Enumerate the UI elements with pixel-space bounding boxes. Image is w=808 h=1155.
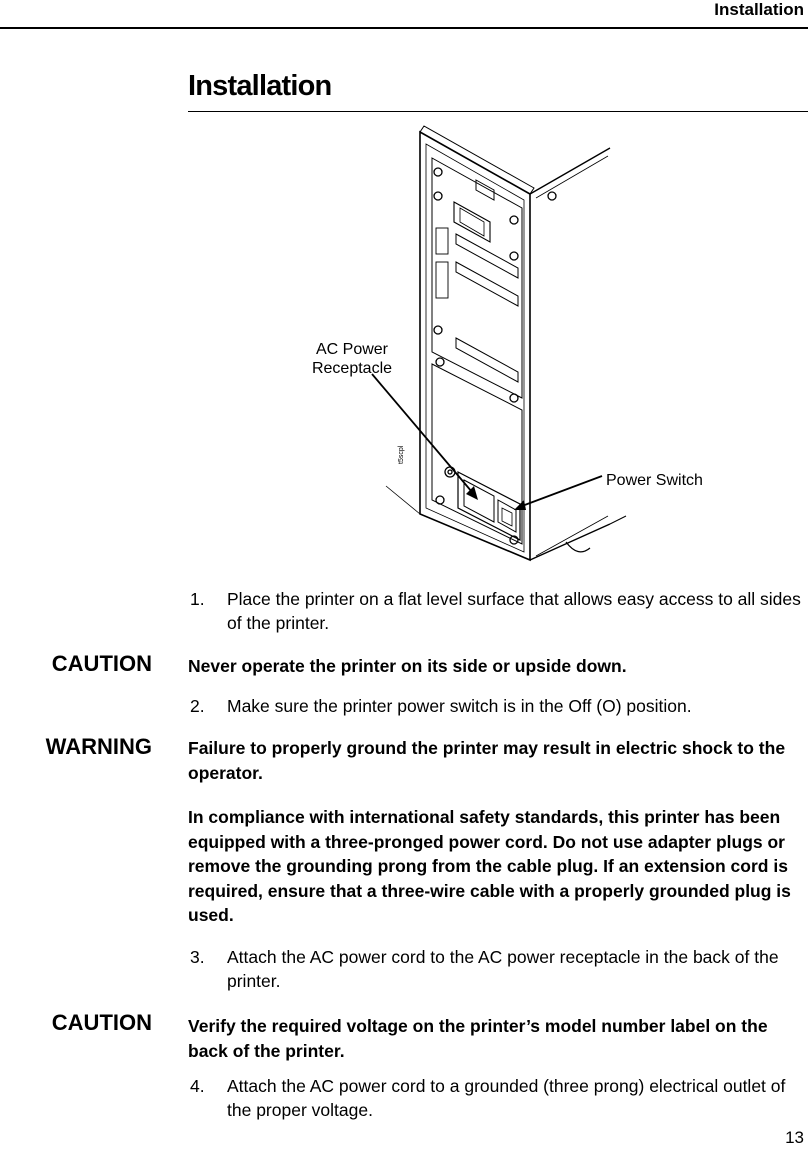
- section-title: Installation: [188, 70, 332, 102]
- page-number: 13: [785, 1128, 804, 1147]
- step-number: 2.: [190, 696, 205, 716]
- step-text: Attach the AC power cord to a grounded (…: [227, 1076, 786, 1120]
- step-number: 3.: [190, 947, 205, 967]
- step-text: Make sure the printer power switch is in…: [227, 696, 692, 716]
- step-text: Place the printer on a flat level surfac…: [227, 589, 801, 633]
- ac-power-callout-line1: AC Power: [315, 341, 389, 358]
- ac-power-callout-line2: Receptacle: [311, 360, 393, 377]
- caution-text: Verify the required voltage on the print…: [188, 1016, 768, 1061]
- step-2: 2. Make sure the printer power switch is…: [190, 694, 804, 718]
- step-number: 4.: [190, 1076, 205, 1096]
- ac-power-callout: AC Power Receptacle: [302, 340, 402, 378]
- step-text: Attach the AC power cord to the AC power…: [227, 947, 779, 991]
- caution-text: Never operate the printer on its side or…: [188, 656, 627, 676]
- step-1: 1. Place the printer on a flat level sur…: [190, 587, 804, 635]
- running-header: Installation: [714, 0, 804, 19]
- printer-rear-illustration: AC Power Receptacle Power Switch t5scpl: [290, 112, 808, 574]
- step-number: 1.: [190, 589, 205, 609]
- warning-label: WARNING: [45, 734, 152, 759]
- figure-code: t5scpl: [398, 445, 405, 464]
- power-switch-callout: Power Switch: [606, 472, 703, 489]
- warning-text: Failure to properly ground the printer m…: [188, 738, 786, 783]
- header-rule: [0, 27, 808, 29]
- printer-rear-drawing: [371, 125, 627, 562]
- step-4: 4. Attach the AC power cord to a grounde…: [190, 1074, 804, 1122]
- title-rule: [188, 111, 808, 112]
- caution-label: CAUTION: [51, 651, 152, 676]
- caution-label: CAUTION: [51, 1010, 152, 1035]
- step-3: 3. Attach the AC power cord to the AC po…: [190, 945, 804, 993]
- warning-text-detail: In compliance with international safety …: [188, 807, 791, 925]
